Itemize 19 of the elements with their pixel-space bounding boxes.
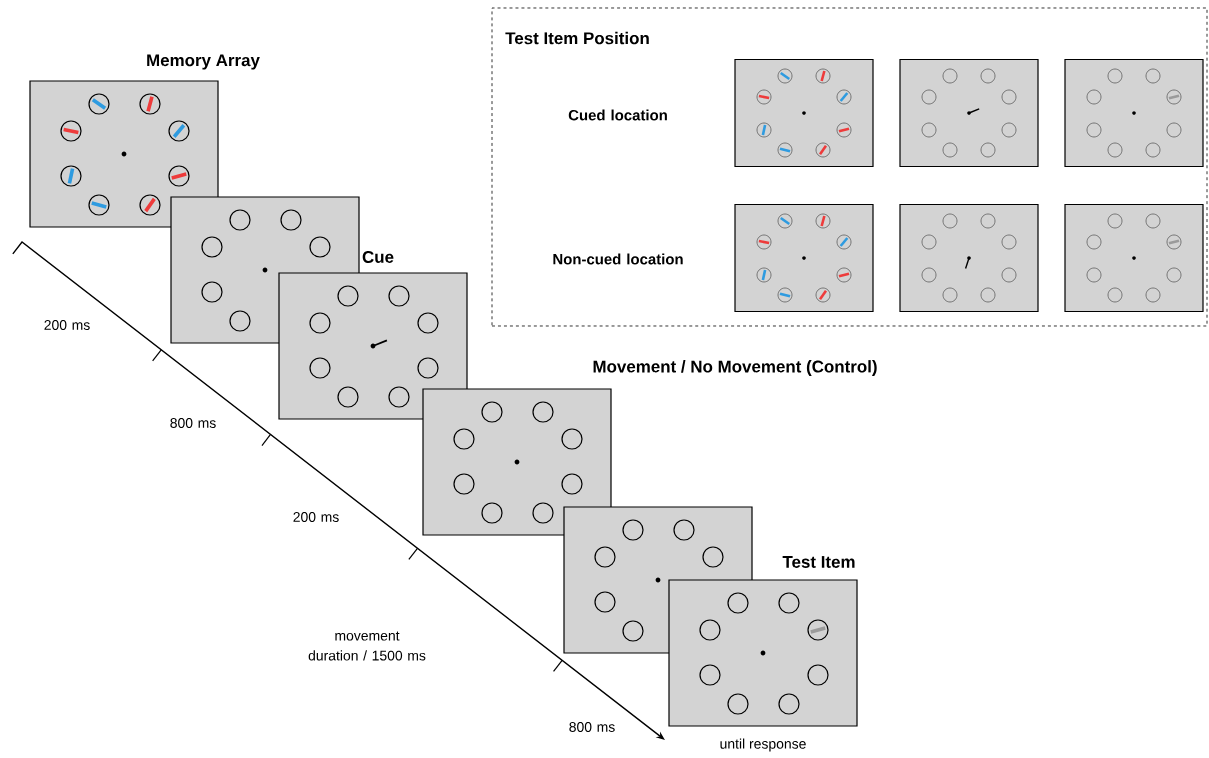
display-screen <box>899 58 1039 168</box>
display-screen <box>1064 203 1204 313</box>
row-label: Non-cued location <box>553 253 683 265</box>
screen-title: Test Item <box>782 556 855 568</box>
panel-title: Test Item Position <box>505 31 649 45</box>
display-screen <box>734 58 874 168</box>
screen-title: Memory Array <box>147 54 260 70</box>
duration-label: until response <box>720 738 806 752</box>
screen-title: Movement / No Movement (Control) <box>593 360 877 376</box>
display-screen <box>899 203 1039 313</box>
screen-title: Cue <box>362 251 394 263</box>
duration-label: 200 ms <box>44 320 90 330</box>
row-label: Cued location <box>568 109 667 121</box>
duration-label: movement duration / 1500 ms <box>308 631 426 661</box>
display-screen <box>734 203 874 313</box>
duration-label: 800 ms <box>569 722 615 732</box>
display-screen <box>1064 58 1204 168</box>
duration-label: 200 ms <box>293 512 339 522</box>
duration-label: 800 ms <box>170 418 216 428</box>
